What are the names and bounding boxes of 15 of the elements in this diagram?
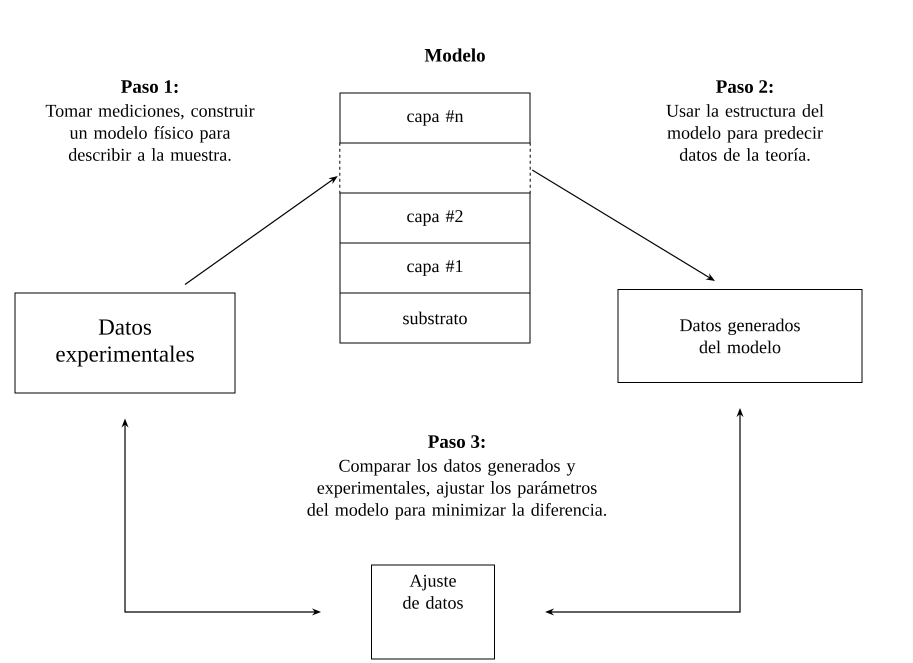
layer-box: capa #1 (340, 242, 530, 294)
step-description: Comparar los datos generados y experimentales, ajustar los parámetros del modelo para minimizar la diferencia. (307, 459, 606, 520)
layer-box: capa #n (340, 92, 530, 144)
layer-box: substrato (340, 292, 530, 344)
step-heading: Paso 2: (716, 80, 773, 94)
gap-layer (339, 142, 531, 194)
data-box: Datos generados del modelo (618, 289, 862, 383)
data-box: Ajuste de datos (371, 564, 495, 660)
data-box: Datos experimentales (14, 292, 236, 394)
step-heading: Paso 3: (428, 435, 485, 448)
layer-box: capa #2 (340, 192, 530, 244)
step-description: Tomar mediciones, construir un modelo físico para describir a la muestra. (46, 104, 254, 161)
step-description: Usar la estructura del modelo para predecir datos de la teoría. (666, 104, 824, 161)
stack-heading: Modelo (424, 48, 485, 62)
step-heading: Paso 1: (121, 80, 178, 93)
